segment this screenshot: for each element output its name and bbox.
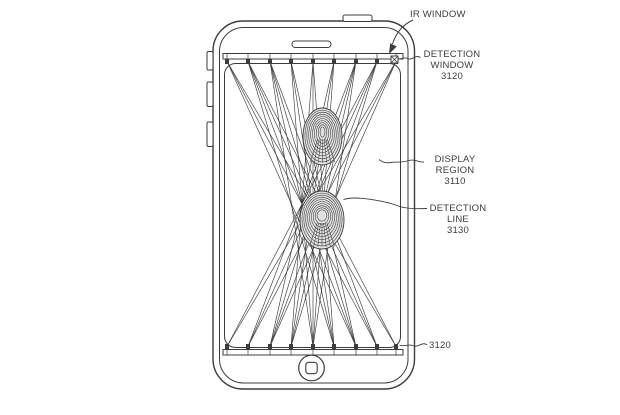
- fingerprint-ridge: [316, 209, 328, 222]
- bottom-detection-window: [222, 349, 404, 356]
- ir-window-arrowhead: [389, 43, 397, 54]
- fingerprint-ridge: [325, 139, 332, 163]
- fingerprint-ridge: [313, 139, 320, 163]
- detector-node-top: [375, 59, 379, 64]
- fingerprint-ridge: [324, 222, 331, 247]
- fingerprint-ridge: [318, 139, 322, 163]
- fingerprint-ridge: [326, 222, 335, 247]
- bottom-detection-window-leader: [399, 343, 428, 347]
- detector-node-bottom: [332, 344, 336, 349]
- label-detection-line: DETECTION LINE 3130: [428, 203, 488, 236]
- label-detection-window-line1: DETECTION: [423, 49, 481, 60]
- label-ir-window: IR WINDOW: [410, 9, 466, 20]
- label-detection-line-line1: DETECTION: [429, 203, 487, 214]
- fingerprint-ridge: [323, 139, 327, 163]
- fingerprint-outline: [302, 107, 343, 166]
- detection-line-leader: [343, 197, 428, 210]
- detector-node-bottom: [289, 344, 293, 349]
- fingerprint-touch-2: [299, 190, 345, 250]
- label-display-region-line1: DISPLAY: [434, 154, 476, 165]
- fingerprint-ridge: [313, 222, 320, 247]
- detector-node-bottom: [354, 344, 358, 349]
- fingerprint-ridge: [327, 139, 336, 163]
- detection-line: [269, 61, 314, 347]
- detector-node-bottom: [225, 344, 229, 349]
- home-button: [298, 354, 325, 382]
- fingerprint-ridge: [323, 222, 327, 247]
- detection-line: [226, 61, 378, 347]
- label-detection-window-line2: WINDOW: [430, 60, 474, 71]
- display-region-leader: [378, 159, 425, 164]
- volume-up-button: [206, 81, 214, 107]
- volume-down-button: [206, 121, 214, 147]
- fingerprint-touch-1: [302, 107, 343, 166]
- detector-node-top: [332, 59, 336, 64]
- detector-node-top: [268, 59, 272, 64]
- label-display-region-ref: 3110: [444, 176, 466, 187]
- ir-window-marker-x: [390, 55, 399, 64]
- power-button: [342, 14, 373, 22]
- detector-node-top: [289, 59, 293, 64]
- label-display-region: DISPLAY REGION 3110: [425, 154, 485, 187]
- detection-window-leader: [398, 56, 421, 60]
- label-bottom-detection-window-ref: 3120: [429, 340, 451, 351]
- fingerprint-ridge: [309, 222, 318, 247]
- fingerprint-ridge: [319, 126, 326, 138]
- detector-node-bottom: [246, 344, 250, 349]
- detector-nodes: [225, 59, 398, 349]
- ir-window-arrow-line: [392, 19, 414, 45]
- detector-node-top: [354, 59, 358, 64]
- detector-node-bottom: [268, 344, 272, 349]
- detector-node-top: [225, 59, 229, 64]
- speaker-slot: [291, 40, 332, 48]
- label-detection-window: DETECTION WINDOW 3120: [422, 49, 482, 82]
- label-detection-line-ref: 3130: [447, 225, 469, 236]
- fingerprint-ridge: [317, 222, 321, 247]
- fingerprint-ridge: [309, 139, 318, 163]
- detection-line: [247, 61, 335, 347]
- top-detection-window: [222, 53, 404, 60]
- mute-switch: [206, 51, 214, 71]
- detector-node-bottom: [375, 344, 379, 349]
- detector-node-top: [311, 59, 315, 64]
- detector-node-bottom: [311, 344, 315, 349]
- detector-node-top: [246, 59, 250, 64]
- phone-body-outline: [212, 20, 416, 390]
- phone-bezel-outline: [219, 27, 409, 384]
- label-detection-line-line2: LINE: [447, 214, 469, 225]
- label-detection-window-ref: 3120: [441, 71, 463, 82]
- label-display-region-line2: REGION: [435, 165, 475, 176]
- detector-node-bottom: [394, 344, 398, 349]
- home-button-square: [305, 361, 318, 375]
